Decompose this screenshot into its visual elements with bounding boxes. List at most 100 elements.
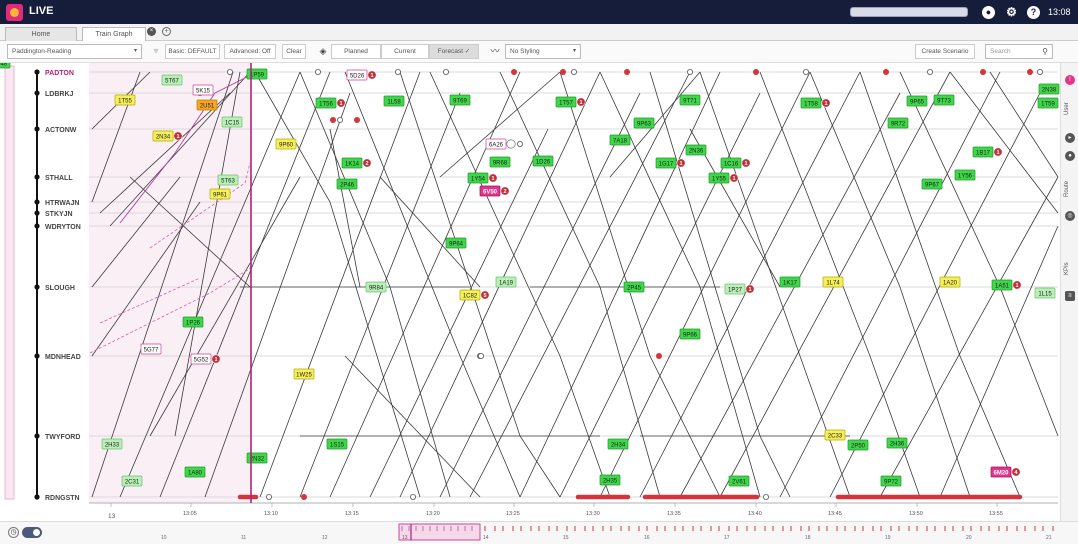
filter-icon[interactable]: ▼ bbox=[151, 46, 161, 56]
train-label-2c31[interactable]: 2C31 bbox=[121, 475, 143, 487]
train-label-1l74[interactable]: 1L74 bbox=[822, 276, 844, 288]
train-label-9p64[interactable]: 9P64 bbox=[445, 237, 467, 249]
train-label-2h33[interactable]: 2H33 bbox=[101, 438, 123, 450]
train-label-5t67[interactable]: 5T67 bbox=[161, 74, 183, 86]
create-scenario-button[interactable]: Create Scenario bbox=[915, 44, 975, 59]
gear-icon[interactable]: ⚙ bbox=[1006, 5, 1017, 19]
train-label-1l58[interactable]: 1L58 bbox=[383, 95, 405, 107]
train-label-1a80[interactable]: 1A80 bbox=[184, 466, 206, 478]
train-label-9r68[interactable]: 9R68 bbox=[489, 156, 511, 168]
train-label-1a20[interactable]: 1A20 bbox=[939, 276, 961, 288]
close-tab-icon[interactable]: × bbox=[147, 27, 156, 36]
train-label-1a19[interactable]: 1A19 bbox=[495, 276, 517, 288]
graph-scroll-handle[interactable] bbox=[4, 65, 15, 500]
sidebar-user[interactable]: User bbox=[1064, 102, 1070, 115]
train-label-2u51[interactable]: 2U51 bbox=[196, 99, 218, 111]
clear-button[interactable]: Clear bbox=[282, 44, 306, 59]
train-label-9t73[interactable]: 9T73 bbox=[933, 94, 955, 106]
train-label-1v48[interactable]: 1V48 bbox=[0, 63, 11, 69]
tab-train-graph[interactable]: Train Graph bbox=[82, 27, 146, 41]
sidebar-route[interactable]: Route bbox=[1064, 180, 1070, 197]
train-label-9p63[interactable]: 9P63 bbox=[633, 117, 655, 129]
train-label-1l15[interactable]: 1L15 bbox=[1034, 287, 1056, 299]
forecast-button[interactable]: Forecast ✓ bbox=[429, 44, 479, 59]
train-label-1d26[interactable]: 1D26 bbox=[532, 155, 554, 167]
train-label-5k15[interactable]: 5K15 bbox=[192, 84, 214, 96]
train-label-1w25[interactable]: 1W25 bbox=[293, 368, 315, 380]
train-label-9p60[interactable]: 9P60 bbox=[275, 138, 297, 150]
train-label-6a26[interactable]: 6A26 bbox=[485, 138, 516, 150]
train-label-2h35[interactable]: 2H35 bbox=[599, 474, 621, 486]
train-label-1p26[interactable]: 1P26 bbox=[182, 316, 204, 328]
train-label-9p65[interactable]: 9P65 bbox=[906, 95, 928, 107]
train-graph[interactable]: PADTONLDBRKJACTONWSTHALLHTRWAJNSTKYJNWDR… bbox=[0, 63, 1060, 521]
tab-home[interactable]: Home bbox=[5, 27, 77, 41]
sidebar-kpis[interactable]: KPIs bbox=[1064, 262, 1070, 275]
global-search-bar[interactable] bbox=[850, 7, 968, 17]
train-label-2n38[interactable]: 2N38 bbox=[1038, 83, 1060, 95]
train-label-2p45[interactable]: 2P45 bbox=[623, 281, 645, 293]
train-label-1c15[interactable]: 1C15 bbox=[221, 116, 243, 128]
train-label-1k17[interactable]: 1K17 bbox=[779, 276, 801, 288]
train-label-9r72[interactable]: 9R72 bbox=[887, 117, 909, 129]
timeline-window[interactable] bbox=[398, 523, 481, 541]
add-tab-icon[interactable]: + bbox=[162, 27, 171, 36]
train-label-2p50[interactable]: 2P50 bbox=[847, 439, 869, 451]
train-label-9t69[interactable]: 9T69 bbox=[449, 94, 471, 106]
search-input[interactable]: Search⚲ bbox=[985, 44, 1053, 59]
basic-filter-button[interactable]: Basic: DEFAULT bbox=[165, 44, 220, 59]
map-icon[interactable]: ● bbox=[1065, 151, 1075, 161]
planned-button[interactable]: Planned bbox=[331, 44, 381, 59]
train-label-2h34[interactable]: 2H34 bbox=[607, 438, 629, 450]
train-label-5g77[interactable]: 5G77 bbox=[140, 343, 162, 355]
route-select[interactable]: Paddington-Reading▾ bbox=[7, 44, 142, 59]
globe-icon[interactable]: ◎ bbox=[1065, 211, 1075, 221]
train-label-5t63[interactable]: 5T63 bbox=[217, 174, 239, 186]
train-label-9t71[interactable]: 9T71 bbox=[679, 94, 701, 106]
train-label-2c33[interactable]: 2C33 bbox=[824, 429, 846, 441]
alert-icon[interactable]: ! bbox=[1065, 75, 1075, 85]
train-label-1y56[interactable]: 1Y56 bbox=[954, 169, 976, 181]
help-icon[interactable]: ? bbox=[1027, 6, 1040, 19]
train-label-9p61[interactable]: 9P61 bbox=[209, 188, 231, 200]
train-label-1t55[interactable]: 1T55 bbox=[114, 94, 136, 106]
train-label-2h36[interactable]: 2H36 bbox=[886, 437, 908, 449]
menu-icon[interactable]: ≡ bbox=[1065, 291, 1075, 301]
train-label-9p67[interactable]: 9P67 bbox=[921, 178, 943, 190]
train-label-1s15[interactable]: 1S15 bbox=[326, 438, 348, 450]
live-toggle[interactable] bbox=[22, 527, 42, 538]
train-icon[interactable]: ▸ bbox=[1065, 133, 1075, 143]
train-label-2n32[interactable]: 2N32 bbox=[246, 452, 268, 464]
train-label-1p59[interactable]: 1P59 bbox=[246, 68, 268, 80]
train-label-2p46[interactable]: 2P46 bbox=[336, 178, 358, 190]
train-label-9p72[interactable]: 9P72 bbox=[880, 475, 902, 487]
train-label-2n36[interactable]: 2N36 bbox=[685, 144, 707, 156]
train-label-7a18[interactable]: 7A18 bbox=[609, 134, 631, 146]
advanced-filter-button[interactable]: Advanced: Off bbox=[224, 44, 276, 59]
train-label-9r84[interactable]: 9R84 bbox=[365, 281, 387, 293]
styling-select[interactable]: No Styling▾ bbox=[505, 44, 581, 59]
train-label-1t59[interactable]: 1T59 bbox=[1037, 97, 1059, 109]
train-label-2v61[interactable]: 2V61 bbox=[728, 475, 750, 487]
user-icon[interactable]: ● bbox=[982, 6, 995, 19]
current-button[interactable]: Current bbox=[381, 44, 429, 59]
train-label-9p66[interactable]: 9P66 bbox=[679, 328, 701, 340]
